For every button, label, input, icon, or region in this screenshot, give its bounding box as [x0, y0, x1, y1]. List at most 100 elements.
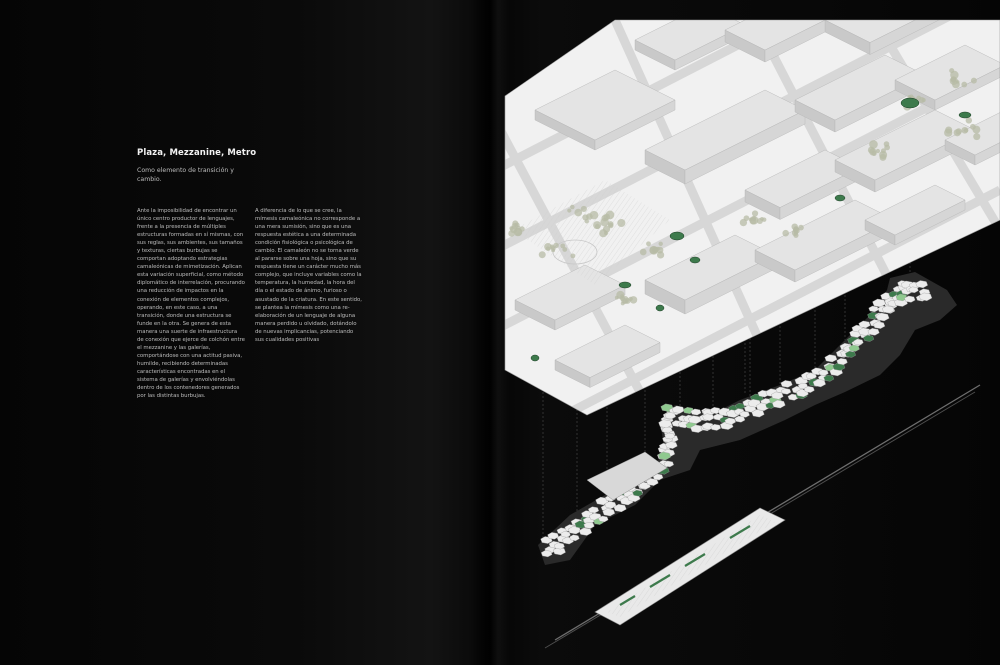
mezzanine-cell: [908, 286, 919, 293]
green-canopy: [834, 194, 846, 202]
tree: [602, 225, 611, 233]
mezzanine-cell: [604, 501, 617, 509]
green-canopy: [530, 354, 540, 362]
axonometric-svg: [504, 19, 1000, 649]
mezzanine-cell: [836, 358, 848, 365]
mezzanine-cell: [845, 350, 856, 358]
tree: [646, 241, 651, 247]
metro-green-strips: [619, 525, 751, 606]
tree: [614, 295, 619, 300]
mezzanine-cell: [657, 451, 671, 460]
central-plaza: [513, 180, 670, 285]
mezzanine-cell: [661, 426, 673, 434]
green-canopy: [618, 281, 632, 289]
section-title: Plaza, Mezzanine, Metro: [137, 148, 257, 158]
tree: [509, 226, 514, 231]
mezzanine-cell: [658, 419, 673, 428]
tree: [516, 225, 521, 230]
building-blocks: [514, 20, 1000, 388]
metro-green-strip: [684, 553, 706, 567]
mezzanine-cell: [710, 424, 722, 431]
tree: [739, 218, 748, 227]
building-roof: [534, 69, 676, 141]
tree: [586, 213, 593, 220]
mezzanine-cell: [665, 441, 678, 449]
tree: [760, 217, 764, 221]
mezzanine-cell: [578, 527, 592, 536]
tree: [793, 230, 798, 235]
metro-green-strip: [649, 574, 671, 588]
mezzanine-cell: [868, 305, 879, 313]
metro-green-strip: [729, 525, 751, 539]
mezzanine-cell: [701, 422, 714, 430]
mezzanine-cell: [863, 334, 875, 342]
tree: [965, 117, 973, 124]
green-canopy: [669, 231, 685, 241]
mezzanine-cell: [632, 489, 643, 497]
mezzanine-cell: [671, 405, 685, 414]
mezzanine-cell: [875, 312, 890, 322]
tree: [961, 81, 968, 88]
mezzanine-cell: [569, 534, 580, 542]
body-text-column-2: A diferencia de lo que se cree, la mímes…: [255, 208, 362, 343]
tree: [944, 128, 953, 137]
tree: [949, 76, 958, 85]
mezzanine-cell: [771, 391, 784, 400]
mezzanine-cell: [915, 280, 928, 289]
section-subtitle: Como elemento de transición y cambio.: [137, 167, 234, 183]
metro-level: [544, 384, 981, 649]
mezzanine-cell: [858, 327, 872, 336]
building-roof: [554, 324, 661, 378]
tree: [880, 148, 886, 154]
mezzanine-cell: [824, 354, 838, 363]
mezzanine-cell: [724, 417, 736, 425]
mezzanine-cell: [702, 413, 715, 421]
tree: [608, 222, 614, 229]
plaza-edge: [504, 19, 1000, 416]
mezzanine-cell: [848, 344, 860, 352]
plaza-plane: [504, 19, 1000, 416]
tree: [580, 205, 587, 213]
mezzanine-cell: [663, 460, 674, 468]
building-roof: [944, 109, 1000, 156]
mezzanine-cell: [881, 305, 895, 314]
mezzanine-cell: [583, 521, 595, 529]
green-canopy: [900, 97, 920, 109]
tree: [600, 217, 609, 227]
tree: [570, 253, 576, 259]
tree: [584, 219, 589, 224]
tree: [961, 126, 969, 134]
tree: [798, 224, 804, 231]
left-page: [0, 0, 490, 665]
tree: [567, 208, 572, 213]
mezzanine-cell: [772, 399, 786, 409]
axonometric-drawing: [495, 0, 1000, 665]
mezzanine-cell: [541, 550, 553, 558]
tree: [921, 98, 926, 103]
tree: [512, 220, 519, 227]
building-side: [869, 20, 971, 55]
tree: [909, 94, 914, 99]
building-roof: [724, 20, 856, 51]
tree: [972, 125, 981, 134]
metro-green-strip: [619, 595, 636, 606]
mezzanine-cell: [553, 542, 565, 550]
tree: [639, 248, 647, 256]
mezzanine-cell: [547, 532, 559, 540]
mezzanine-cell: [867, 328, 880, 336]
mezzanine-cell: [598, 515, 609, 523]
mezzanine-cell: [918, 292, 933, 301]
tree: [652, 246, 659, 254]
mezzanine-cell: [664, 432, 676, 440]
mezzanine-level: [538, 272, 957, 565]
tree: [570, 204, 575, 210]
building-side: [974, 124, 1000, 166]
tree: [869, 140, 878, 149]
mezzanine-cell: [858, 320, 871, 329]
tree: [871, 150, 877, 156]
mezzanine-cell: [904, 295, 916, 303]
tree: [656, 251, 665, 259]
tree: [617, 218, 626, 228]
tree: [551, 248, 556, 253]
